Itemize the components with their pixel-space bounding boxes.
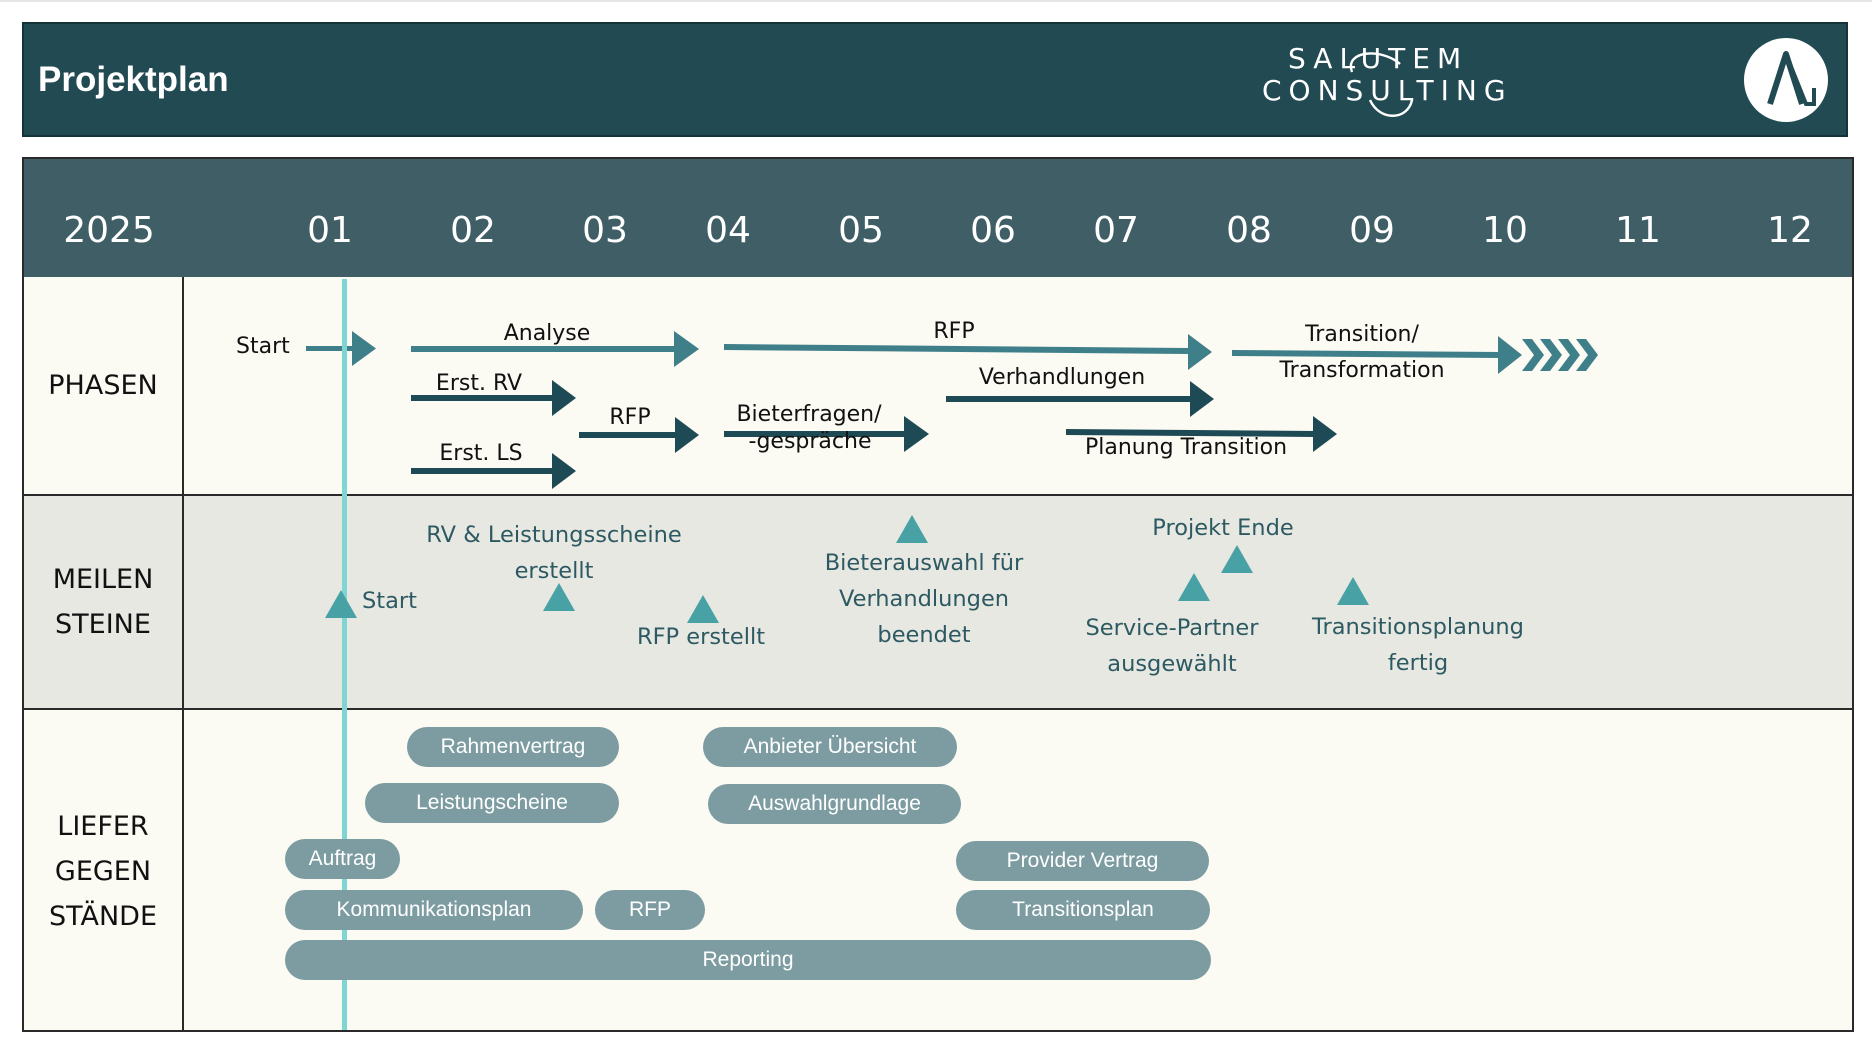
logo-text-line2: CONSULTING: [1262, 74, 1513, 107]
timeline-header: 2025 01 02 03 04 05 06 07 08 09 10 11 12: [24, 159, 1852, 277]
row-label-text: STÄNDE: [48, 900, 158, 932]
milestone-triangle-icon: [1178, 573, 1210, 601]
phase-label-transition-line1: Transition/: [1305, 322, 1419, 347]
milestone-triangle-icon: [1221, 545, 1253, 573]
month-label: 05: [838, 210, 884, 251]
deliverable-auftrag: Auftrag: [285, 839, 400, 879]
page-header: Projektplan SALUTEM CONSULTING: [22, 22, 1848, 137]
year-label: 2025: [63, 210, 155, 251]
current-date-line: [342, 279, 347, 1030]
chevron-right-icon: [1522, 339, 1598, 371]
milestone-triangle-icon: [543, 583, 575, 611]
milestone-triangle-icon: [325, 590, 357, 618]
phase-label-erst-ls: Erst. LS: [439, 441, 523, 466]
milestone-triangle-icon: [687, 595, 719, 623]
phases-row: PHASEN: [24, 277, 1852, 494]
milestone-label-bieterauswahl-line2: Verhandlungen: [838, 586, 1010, 612]
milestone-label-bieterauswahl-line3: beendet: [877, 622, 971, 648]
month-label: 02: [450, 210, 496, 251]
phase-label-rfp-2: RFP: [609, 405, 651, 430]
deliverable-transitionsplan: Transitionsplan: [956, 890, 1210, 930]
phase-label-bieterfragen-line2: -gespräche: [748, 429, 872, 454]
milestone-label-start: Start: [362, 588, 417, 614]
deliverable-reporting: Reporting: [285, 940, 1211, 980]
month-label: 04: [705, 210, 751, 251]
logo-swoosh-icon: [1349, 52, 1414, 117]
milestone-triangle-icon: [1337, 577, 1369, 605]
arrow-right-icon: [411, 453, 576, 489]
milestone-triangle-icon: [896, 515, 928, 543]
phase-label-rfp: RFP: [933, 319, 975, 344]
salutem-logo-icon: [1744, 38, 1828, 122]
phase-label-verhandlungen: Verhandlungen: [978, 365, 1146, 390]
month-label: 03: [582, 210, 628, 251]
milestone-label-service-partner-line2: ausgewählt: [1107, 651, 1237, 677]
arrow-right-icon: [411, 380, 576, 416]
arrow-right-icon: [579, 417, 699, 453]
milestone-label-projekt-ende: Projekt Ende: [1152, 515, 1294, 541]
milestone-label-transitionsplanung-line1: Transitionsplanung: [1312, 614, 1524, 640]
phase-label-planung-transition: Planung Transition: [1084, 435, 1288, 460]
month-label: 09: [1349, 210, 1395, 251]
row-label-phasen: PHASEN: [24, 277, 184, 494]
month-label: 10: [1482, 210, 1528, 251]
milestones-row: MEILEN STEINE: [24, 496, 1852, 708]
row-label-text: PHASEN: [48, 370, 158, 401]
phase-label-bieterfragen-line1: Bieterfragen/: [736, 402, 882, 427]
deliverable-rahmenvertrag: Rahmenvertrag: [407, 727, 619, 767]
arrow-right-icon: [306, 331, 376, 366]
deliverable-anbieter-uebersicht: Anbieter Übersicht: [703, 727, 957, 767]
month-label: 08: [1226, 210, 1272, 251]
milestone-label-rv-line1: RV & Leistungsscheine: [426, 522, 682, 548]
row-label-meilensteine: MEILEN STEINE: [24, 496, 184, 708]
deliverable-rfp: RFP: [595, 890, 705, 930]
month-label: 01: [307, 210, 353, 251]
deliverable-leistungscheine: Leistungscheine: [365, 783, 619, 823]
top-border: [0, 0, 1872, 2]
milestone-label-rfp-erstellt: RFP erstellt: [636, 624, 766, 650]
phase-label-erst-rv: Erst. RV: [435, 371, 523, 396]
deliverable-kommunikationsplan: Kommunikationsplan: [285, 890, 583, 930]
row-label-text: GEGEN: [54, 855, 152, 887]
row-label-liefergegenstaende: LIEFER GEGEN STÄNDE: [24, 710, 184, 1030]
arrow-right-icon: [724, 334, 1212, 370]
logo-text-line1: SALUTEM: [1288, 42, 1469, 75]
phase-label-analyse: Analyse: [503, 321, 591, 346]
arrow-right-icon: [1066, 416, 1337, 452]
row-label-text: STEINE: [55, 609, 151, 640]
phase-label-start: Start: [236, 334, 290, 359]
deliverable-provider-vertrag: Provider Vertrag: [956, 841, 1209, 881]
milestone-label-bieterauswahl-line1: Bieterauswahl für: [824, 550, 1024, 576]
arrow-right-icon: [411, 331, 699, 367]
row-label-text: LIEFER: [57, 810, 149, 842]
phase-label-transition-line2: Transformation: [1279, 358, 1445, 383]
arrow-right-icon: [946, 381, 1214, 417]
milestone-label-service-partner-line1: Service-Partner: [1085, 615, 1259, 641]
milestone-label-transitionsplanung-line2: fertig: [1387, 650, 1449, 676]
row-divider: [24, 494, 1852, 496]
month-label: 12: [1767, 210, 1813, 251]
phase-arrows: [306, 331, 1598, 489]
milestone-label-rv-line2: erstellt: [514, 558, 594, 584]
gantt-chart: 2025 01 02 03 04 05 06 07 08 09 10 11 12…: [22, 157, 1854, 1032]
page-title: Projektplan: [38, 60, 229, 99]
month-label: 11: [1615, 210, 1661, 251]
deliverable-auswahlgrundlage: Auswahlgrundlage: [708, 784, 961, 824]
month-label: 06: [970, 210, 1016, 251]
arrow-right-icon: [724, 416, 929, 452]
row-divider: [24, 708, 1852, 710]
row-label-text: MEILEN: [52, 564, 154, 595]
arrow-right-icon: [1232, 336, 1522, 374]
month-label: 07: [1093, 210, 1139, 251]
